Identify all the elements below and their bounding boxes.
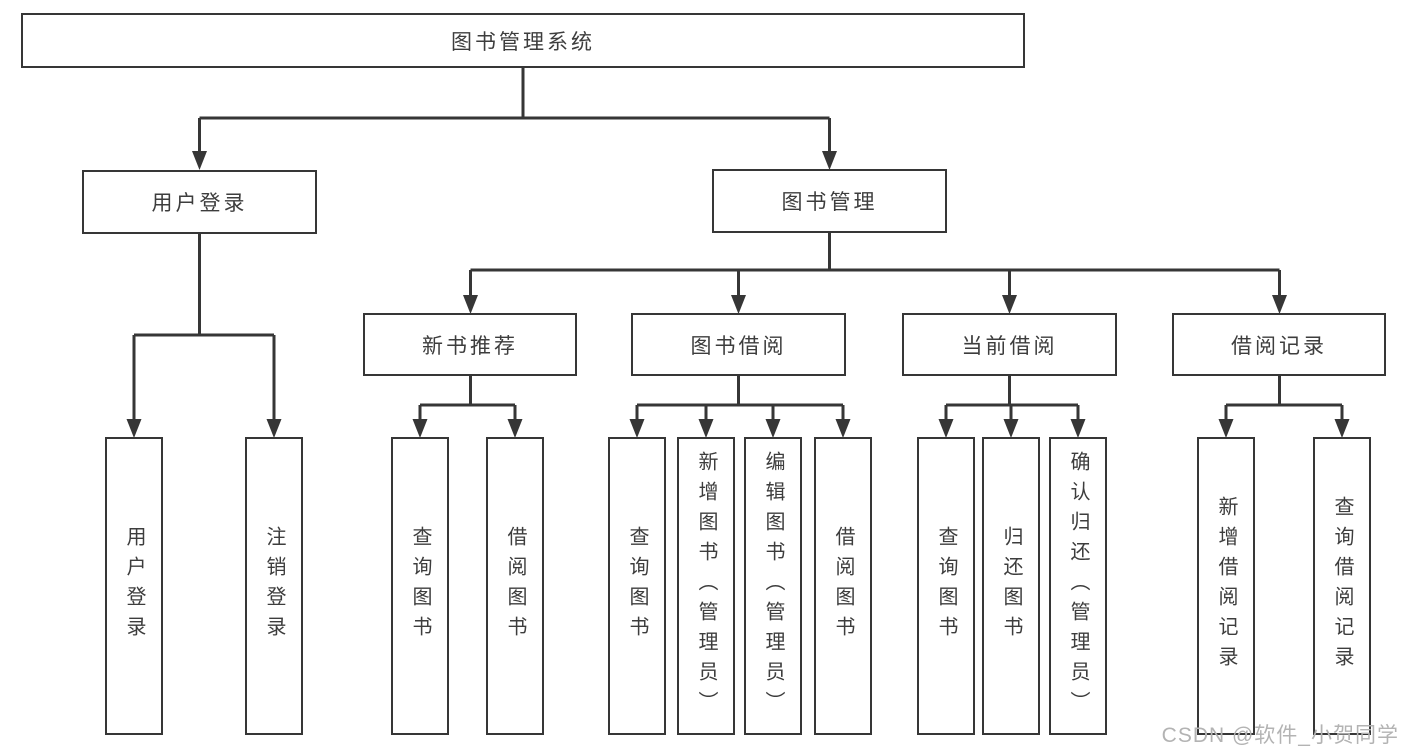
node-br-query-record-label: 查询借阅记录 — [1331, 496, 1353, 676]
node-bb-query-books: 查询图书 — [608, 437, 666, 735]
node-cb-return-books: 归还图书 — [982, 437, 1040, 735]
node-user-login: 用户登录 — [82, 170, 317, 234]
node-current-borrowing-label: 当前借阅 — [961, 334, 1058, 358]
node-nb-query-books-label: 查询图书 — [409, 526, 431, 646]
node-book-management-label: 图书管理 — [781, 191, 878, 214]
node-bb-query-books-label: 查询图书 — [626, 526, 648, 646]
node-login-label: 用户登录 — [123, 526, 145, 646]
node-book-borrowing: 图书借阅 — [631, 313, 846, 376]
node-library-management-system-label: 图书管理系统 — [451, 30, 595, 54]
node-new-book-recommend: 新书推荐 — [363, 313, 577, 376]
node-bb-edit-books-admin-label: 编辑图书（管理员） — [762, 451, 784, 721]
node-user-login-label: 用户登录 — [151, 192, 248, 215]
node-nb-borrow-books-label: 借阅图书 — [504, 526, 526, 646]
node-login: 用户登录 — [105, 437, 163, 735]
node-cb-query-books-label: 查询图书 — [935, 526, 957, 646]
node-bb-borrow-books: 借阅图书 — [814, 437, 872, 735]
node-br-query-record: 查询借阅记录 — [1313, 437, 1371, 735]
node-bb-add-books-admin: 新增图书（管理员） — [677, 437, 735, 735]
node-bb-add-books-admin-label: 新增图书（管理员） — [695, 451, 717, 721]
node-cb-confirm-return-admin: 确认归还（管理员） — [1049, 437, 1107, 735]
node-book-management: 图书管理 — [712, 169, 947, 233]
node-current-borrowing: 当前借阅 — [902, 313, 1117, 376]
node-cb-confirm-return-admin-label: 确认归还（管理员） — [1067, 451, 1089, 721]
csdn-watermark: CSDN @软件_小贺同学 — [1161, 724, 1399, 747]
arrowheads — [126, 151, 1350, 438]
node-new-book-recommend-label: 新书推荐 — [422, 334, 518, 358]
node-cb-return-books-label: 归还图书 — [1000, 526, 1022, 646]
node-cb-query-books: 查询图书 — [917, 437, 975, 735]
node-nb-borrow-books: 借阅图书 — [486, 437, 544, 735]
node-br-add-record-label: 新增借阅记录 — [1215, 496, 1237, 676]
node-borrowing-records-label: 借阅记录 — [1231, 334, 1327, 358]
node-logout-label: 注销登录 — [263, 526, 285, 646]
node-borrowing-records: 借阅记录 — [1172, 313, 1386, 376]
node-library-management-system: 图书管理系统 — [21, 13, 1025, 68]
node-logout: 注销登录 — [245, 437, 303, 735]
node-bb-borrow-books-label: 借阅图书 — [832, 526, 854, 646]
node-book-borrowing-label: 图书借阅 — [690, 334, 787, 358]
node-br-add-record: 新增借阅记录 — [1197, 437, 1255, 735]
node-nb-query-books: 查询图书 — [391, 437, 449, 735]
node-bb-edit-books-admin: 编辑图书（管理员） — [744, 437, 802, 735]
